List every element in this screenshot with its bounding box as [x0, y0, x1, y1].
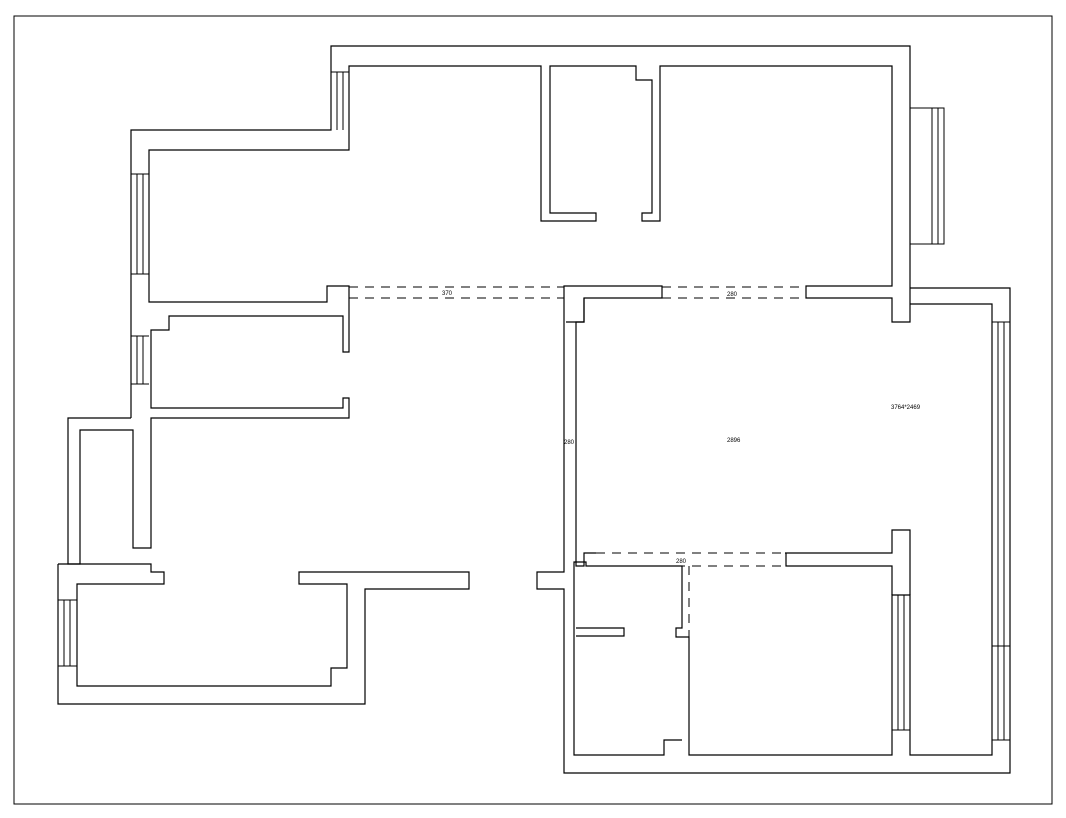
drawing-border	[13, 15, 1053, 805]
label-room-size: 3764*2469	[891, 405, 921, 411]
beam-lines	[349, 286, 806, 637]
label-beam-280-bottom: 280	[676, 559, 687, 565]
label-dimension-2896: 2896	[727, 438, 741, 444]
dimension-labels: 370 280 280 2896 280 3764*2469	[442, 291, 921, 565]
label-beam-370: 370	[442, 291, 453, 297]
label-beam-280-left: 280	[564, 440, 575, 446]
outer-walls	[57, 45, 1011, 774]
windows	[58, 71, 1010, 741]
label-beam-280-top: 280	[727, 292, 738, 298]
